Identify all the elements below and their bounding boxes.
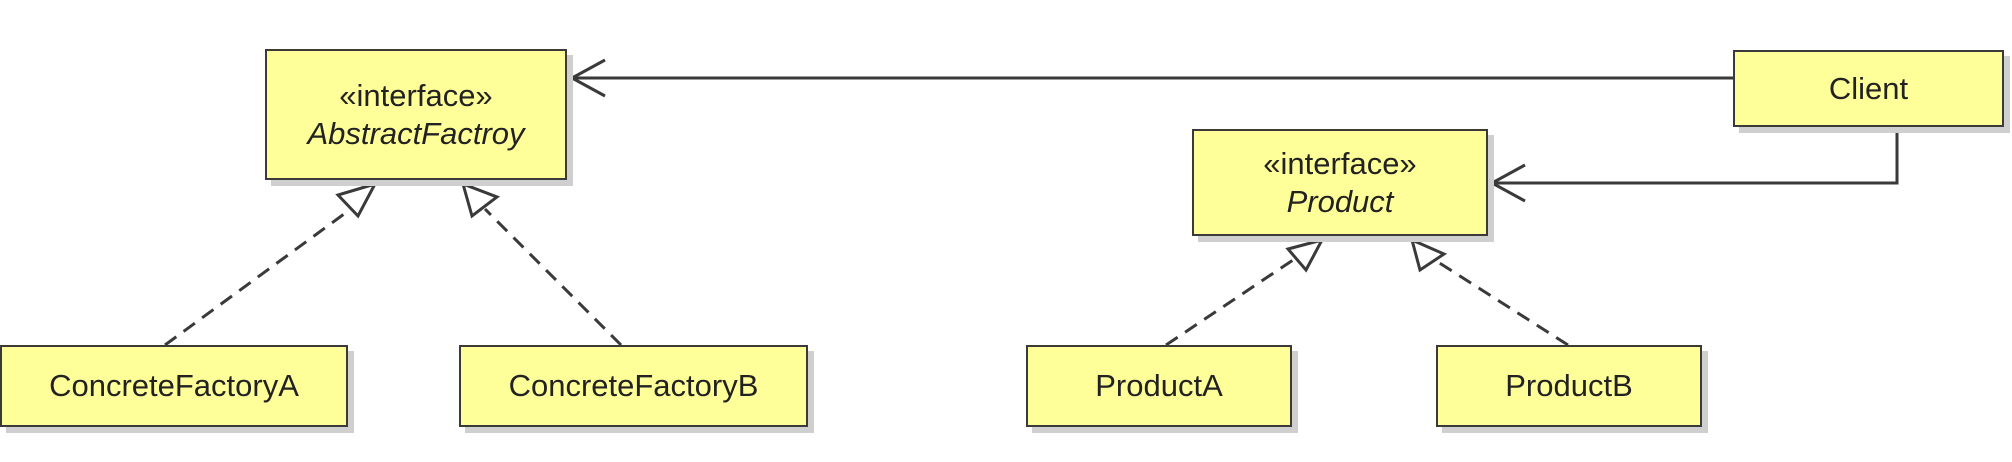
product-a-class: ProductA (1026, 345, 1292, 427)
class-name: Client (1828, 70, 1909, 106)
abstract-factory-class: «interface» AbstractFactroy (265, 49, 567, 180)
class-name: ConcreteFactoryA (49, 368, 299, 404)
class-name: ConcreteFactoryB (508, 368, 759, 404)
realization-pb-product (1437, 260, 1569, 347)
realization-cfa-abstractfactory (164, 204, 356, 347)
class-name: Product (1286, 183, 1394, 219)
realization-pa-product (1165, 258, 1294, 347)
client-class: Client (1733, 50, 2004, 127)
realization-arrowhead-cfb (460, 181, 501, 219)
product-b-class: ProductB (1436, 345, 1702, 427)
stereotype-label: «interface» (1263, 145, 1417, 181)
realization-arrowhead-pa (1285, 237, 1325, 273)
open-arrowhead-product (1488, 163, 1526, 203)
stereotype-label: «interface» (339, 77, 493, 113)
class-name: ProductB (1505, 368, 1633, 404)
open-arrowhead-abstractfactory (568, 58, 606, 98)
class-name: ProductA (1095, 368, 1223, 404)
concrete-factory-a-class: ConcreteFactoryA (0, 345, 348, 427)
association-client-product (1492, 129, 1899, 185)
product-interface-class: «interface» Product (1192, 129, 1488, 236)
concrete-factory-b-class: ConcreteFactoryB (459, 345, 808, 427)
realization-cfb-abstractfactory (483, 207, 623, 347)
class-name: AbstractFactroy (307, 115, 525, 151)
realization-arrowhead-cfa (335, 181, 379, 219)
realization-arrowhead-pb (1409, 237, 1448, 273)
